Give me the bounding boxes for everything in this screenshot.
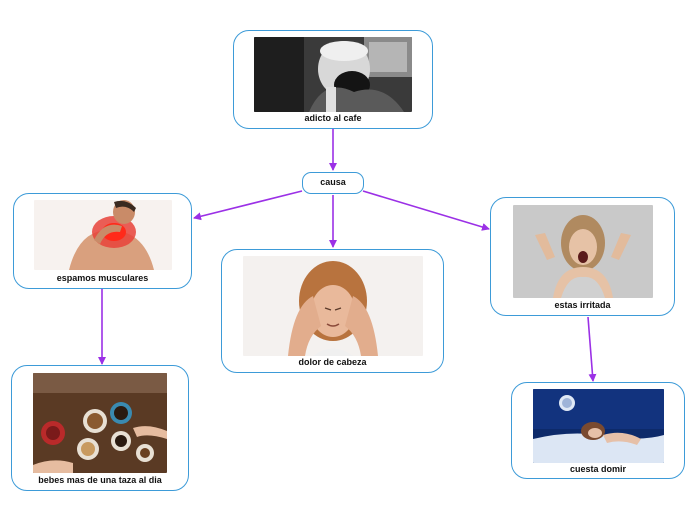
neck-pain-photo — [34, 200, 172, 270]
man-drinking-coffee-photo — [254, 37, 412, 112]
node-label: bebes mas de una taza al dia — [38, 475, 162, 485]
node-label: cuesta domir — [569, 464, 627, 474]
node-label: dolor de cabeza — [298, 357, 367, 367]
node-label: adicto al cafe — [304, 113, 362, 123]
screaming-woman-photo — [513, 205, 653, 298]
node-estas-irritada[interactable]: estas irritada — [490, 197, 675, 316]
woman-headache-photo — [243, 256, 423, 356]
node-dolor-de-cabeza[interactable]: dolor de cabeza — [221, 249, 444, 373]
edge-causa-irritated — [362, 190, 490, 231]
node-adicto-al-cafe[interactable]: adicto al cafe — [233, 30, 433, 129]
node-label: estas irritada — [554, 300, 611, 310]
node-label: espamos musculares — [56, 273, 149, 283]
node-espamos-musculares[interactable]: espamos musculares — [13, 193, 192, 289]
node-bebes-mas-de-una-taza[interactable]: bebes mas de una taza al dia — [11, 365, 189, 491]
coffee-cups-table-photo — [33, 373, 167, 473]
insomnia-bed-photo — [533, 389, 664, 463]
edge-irritated-sleep — [587, 316, 597, 382]
node-causa[interactable]: causa — [302, 172, 364, 194]
edge-causa-spasms — [193, 190, 303, 221]
node-cuesta-domir[interactable]: cuesta domir — [511, 382, 685, 479]
